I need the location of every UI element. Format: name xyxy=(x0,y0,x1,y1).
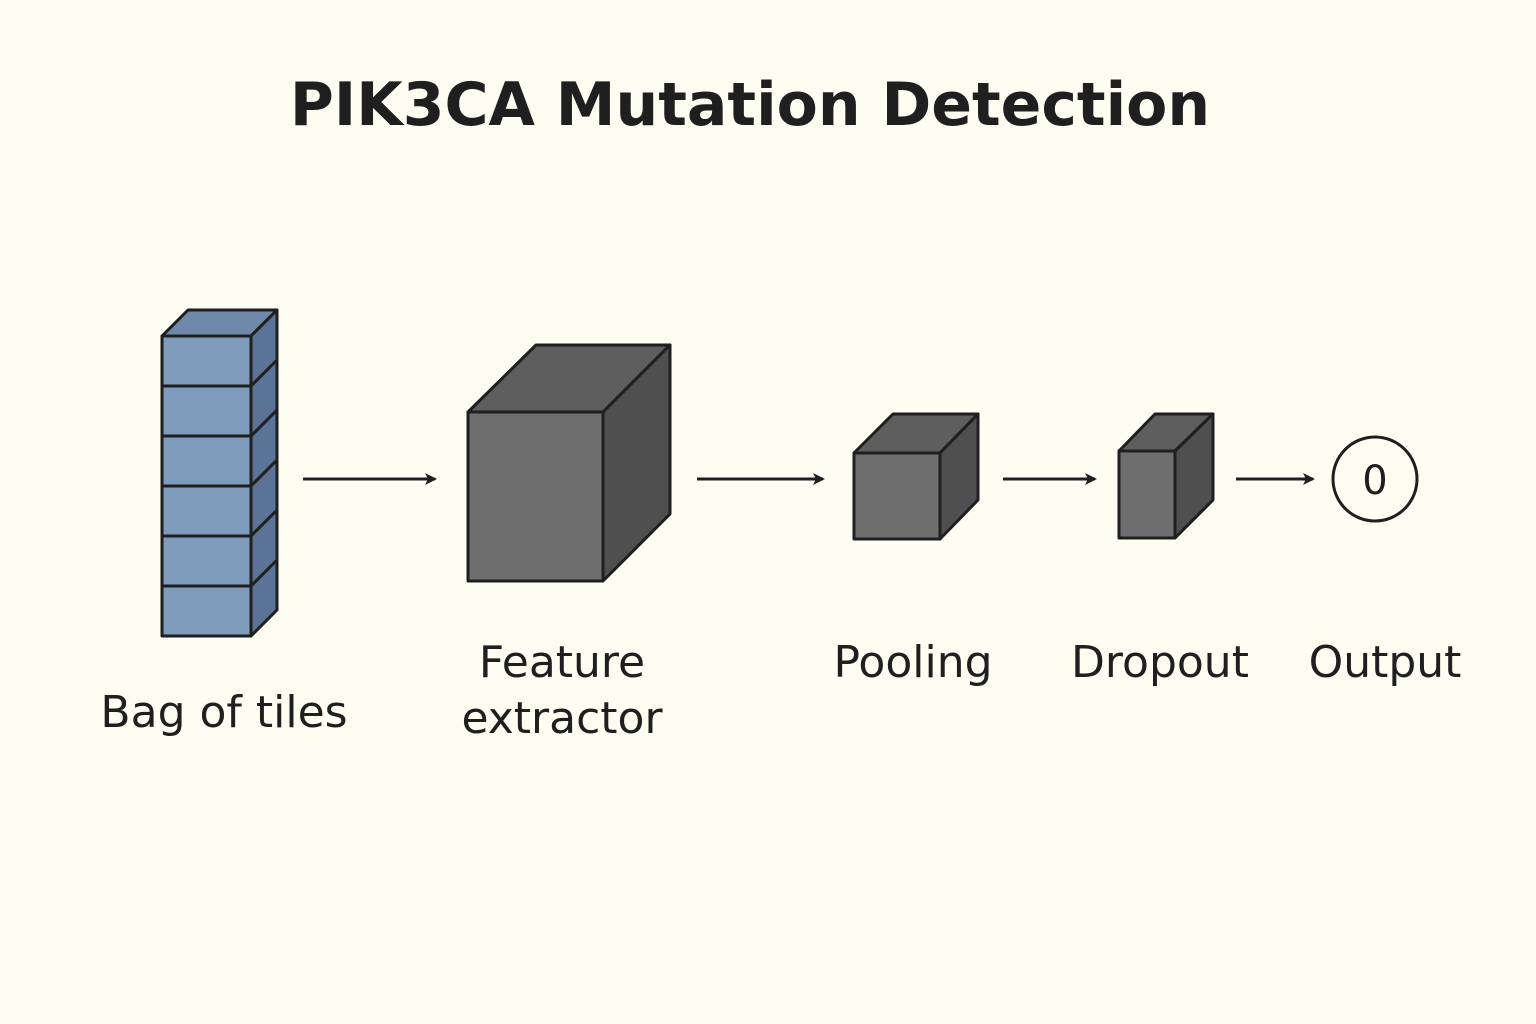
dropout-cube-icon xyxy=(1117,412,1215,540)
tile-4 xyxy=(160,484,253,538)
label-pooling: Pooling xyxy=(833,637,992,688)
feature-extractor-cube-icon xyxy=(466,343,672,583)
label-extractor: extractor xyxy=(461,693,663,744)
label-output: Output xyxy=(1309,637,1462,688)
tile-5 xyxy=(160,534,253,588)
output-circle-icon: 0 xyxy=(1331,435,1419,523)
tile-2 xyxy=(160,384,253,438)
tile-6 xyxy=(160,584,253,638)
diagram-title: PIK3CA Mutation Detection xyxy=(290,70,1210,140)
tile-3 xyxy=(160,434,253,488)
pooling-cube-icon xyxy=(852,412,980,541)
label-feature: Feature xyxy=(479,637,645,688)
output-value: 0 xyxy=(1362,458,1387,504)
label-bag-of-tiles: Bag of tiles xyxy=(100,687,347,738)
tile-1 xyxy=(160,334,253,388)
tile-stack-icon xyxy=(160,308,279,638)
label-dropout: Dropout xyxy=(1071,637,1249,688)
